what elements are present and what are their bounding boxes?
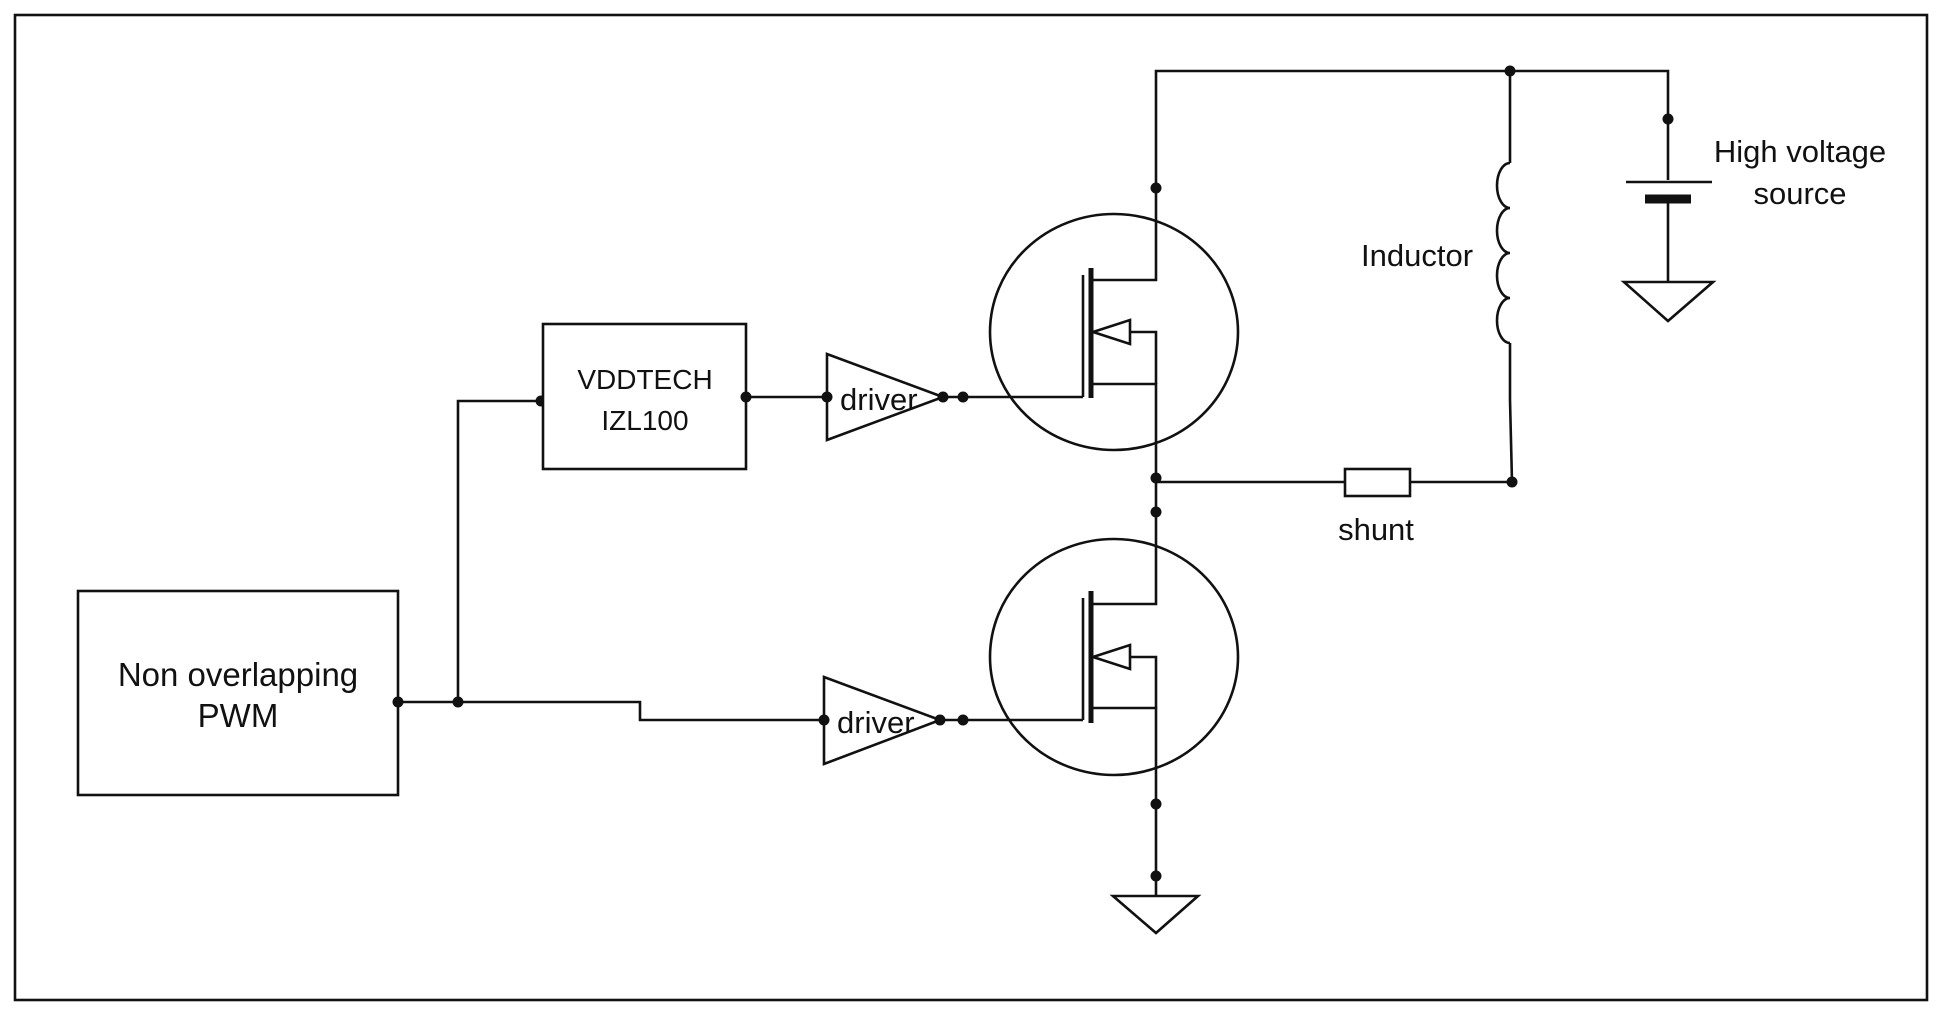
- shunt-resistor: shunt: [1156, 467, 1518, 547]
- pwm-output-wires: [392, 395, 824, 722]
- high-voltage-source: High voltage source: [1620, 134, 1886, 323]
- inductor: Inductor: [1361, 71, 1514, 483]
- isolator-label-line2: IZL100: [601, 405, 688, 436]
- junction-dot: [740, 391, 752, 403]
- bottom-driver: driver: [818, 675, 1083, 766]
- power-rails: [1150, 65, 1674, 896]
- ground-symbol: [1620, 280, 1717, 323]
- pwm-block: Non overlapping PWM: [76, 589, 400, 797]
- source-label-line2: source: [1753, 176, 1846, 211]
- pwm-block-label-line2: PWM: [198, 697, 279, 734]
- pwm-block-label-line1: Non overlapping: [118, 656, 358, 693]
- bottom-driver-label: driver: [837, 705, 915, 740]
- junction-dot: [392, 696, 404, 708]
- top-driver-label: driver: [840, 382, 918, 417]
- low-side-mosfet: [988, 510, 1240, 876]
- isolator-label-line1: VDDTECH: [577, 364, 712, 395]
- diagram-frame: [13, 13, 1929, 1002]
- top-driver: driver: [821, 352, 1083, 442]
- inductor-label: Inductor: [1361, 238, 1473, 273]
- high-side-mosfet: [988, 188, 1240, 478]
- ground-symbol: [1109, 894, 1202, 935]
- isolator-block: VDDTECH IZL100: [541, 322, 748, 471]
- shunt-label: shunt: [1338, 512, 1414, 547]
- junction-dot: [452, 696, 464, 708]
- source-label-line1: High voltage: [1714, 134, 1886, 169]
